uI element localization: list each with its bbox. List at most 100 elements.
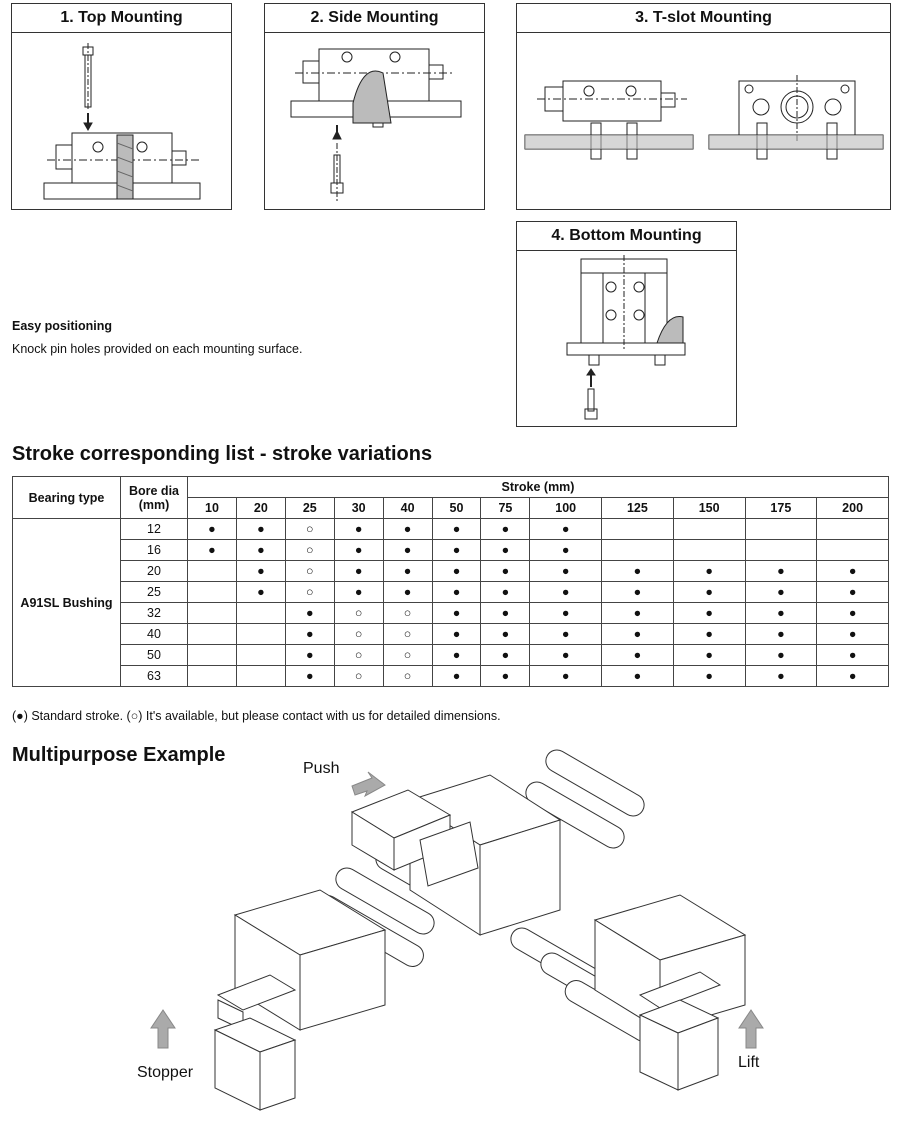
stroke-mark-cell: ● — [480, 644, 531, 666]
stroke-mark-cell: ● — [431, 644, 482, 666]
multipurpose-illustration — [150, 749, 764, 1111]
stroke-mark-cell: ● — [235, 581, 286, 603]
stroke-mark-cell: ● — [672, 581, 746, 603]
stroke-mark-cell: ● — [529, 644, 603, 666]
stroke-mark-cell: ● — [431, 539, 482, 561]
stroke-mark-cell: ○ — [284, 560, 335, 582]
stroke-mark-cell: ● — [816, 560, 889, 582]
stroke-mark-cell: ● — [529, 623, 603, 645]
table-row: 40●○○●●●●●●● — [13, 623, 889, 645]
stroke-mark-cell — [235, 644, 286, 666]
stopper-label: Stopper — [137, 1064, 194, 1081]
stroke-mark-cell: ● — [431, 602, 482, 624]
stroke-mark-cell — [235, 623, 286, 645]
stroke-mark-cell: ● — [816, 581, 889, 603]
side-mounting-title: 2. Side Mounting — [265, 4, 484, 33]
bore-cell: 50 — [120, 644, 188, 666]
stroke-table: Bearing type Bore dia (mm) Stroke (mm) 1… — [12, 476, 889, 687]
stroke-mark-cell — [672, 518, 746, 540]
table-row: 32●○○●●●●●●● — [13, 602, 889, 624]
bore-cell: 63 — [120, 665, 188, 687]
stroke-mark-cell: ● — [816, 602, 889, 624]
stroke-mark-cell — [744, 539, 818, 561]
stroke-mark-cell — [187, 602, 237, 624]
stroke-mark-cell: ● — [529, 539, 603, 561]
stroke-col-header: 30 — [333, 497, 384, 519]
bore-cell: 16 — [120, 539, 188, 561]
tslot-mounting-panel: 3. T-slot Mounting — [516, 3, 891, 210]
table-row: 25●○●●●●●●●●● — [13, 581, 889, 603]
stroke-mark-cell: ● — [235, 539, 286, 561]
stroke-mark-cell: ● — [601, 581, 674, 603]
stroke-mark-cell: ● — [480, 518, 531, 540]
easy-positioning-heading: Easy positioning — [12, 319, 113, 333]
stroke-mark-cell: ● — [816, 623, 889, 645]
stroke-mark-cell: ● — [431, 665, 482, 687]
stroke-mark-cell: ● — [744, 665, 818, 687]
bore-cell: 32 — [120, 602, 188, 624]
stroke-mark-cell: ● — [187, 539, 237, 561]
legend-note: (●) Standard stroke. (○) It's available,… — [12, 709, 501, 723]
stroke-mark-cell: ○ — [284, 539, 335, 561]
stroke-col-header: 100 — [529, 497, 603, 519]
tslot-mounting-drawing — [524, 75, 884, 160]
stroke-mark-cell: ● — [529, 560, 603, 582]
stroke-mark-cell: ● — [480, 602, 531, 624]
top-mounting-panel: 1. Top Mounting — [11, 3, 232, 210]
stroke-mark-cell: ● — [333, 560, 384, 582]
bore-cell: 40 — [120, 623, 188, 645]
stroke-mark-cell: ● — [187, 518, 237, 540]
stroke-mark-cell — [187, 665, 237, 687]
stroke-mark-cell: ○ — [382, 644, 433, 666]
bottom-mounting-panel: 4. Bottom Mounting — [516, 221, 737, 427]
bottom-mounting-drawing — [566, 255, 686, 420]
stroke-mark-cell — [672, 539, 746, 561]
stroke-mark-cell: ○ — [333, 665, 384, 687]
bore-dia-header: Bore dia (mm) — [120, 476, 188, 519]
stroke-mark-cell: ● — [480, 623, 531, 645]
stroke-mark-cell: ● — [235, 560, 286, 582]
stroke-mark-cell: ● — [816, 644, 889, 666]
stroke-mark-cell: ● — [480, 581, 531, 603]
stroke-mark-cell: ○ — [382, 665, 433, 687]
table-row: 20●○●●●●●●●●● — [13, 560, 889, 582]
tslot-mounting-title: 3. T-slot Mounting — [517, 4, 890, 33]
stroke-mark-cell: ● — [431, 623, 482, 645]
stroke-col-header: 25 — [284, 497, 335, 519]
stroke-mark-cell: ● — [333, 581, 384, 603]
stroke-mark-cell: ● — [284, 644, 335, 666]
stroke-mark-cell: ○ — [333, 623, 384, 645]
stroke-mark-cell: ○ — [284, 581, 335, 603]
stroke-col-header: 10 — [187, 497, 237, 519]
stroke-mark-cell: ● — [601, 560, 674, 582]
stroke-mark-cell: ● — [744, 581, 818, 603]
stroke-mark-cell: ● — [382, 518, 433, 540]
easy-positioning-text: Knock pin holes provided on each mountin… — [12, 342, 303, 356]
stroke-mark-cell: ● — [382, 560, 433, 582]
stroke-mark-cell: ● — [672, 602, 746, 624]
table-row: 16●●○●●●●● — [13, 539, 889, 561]
stroke-mark-cell: ○ — [333, 602, 384, 624]
stroke-mark-cell: ● — [744, 623, 818, 645]
stroke-mark-cell: ● — [284, 602, 335, 624]
stroke-mark-cell: ● — [431, 518, 482, 540]
stroke-mark-cell: ● — [672, 665, 746, 687]
stroke-mark-cell — [601, 518, 674, 540]
side-mounting-panel: 2. Side Mounting — [264, 3, 485, 210]
stroke-mark-cell — [187, 644, 237, 666]
stroke-mark-cell: ● — [529, 602, 603, 624]
stroke-mark-cell — [744, 518, 818, 540]
stroke-mark-cell: ● — [601, 644, 674, 666]
multipurpose-title: Multipurpose Example — [12, 744, 226, 766]
top-mounting-drawing — [43, 43, 201, 200]
stroke-col-header: 150 — [672, 497, 746, 519]
stroke-mark-cell: ● — [529, 665, 603, 687]
stroke-mark-cell: ● — [382, 581, 433, 603]
stroke-mark-cell: ● — [333, 518, 384, 540]
stroke-col-header: 125 — [601, 497, 674, 519]
stroke-mark-cell: ○ — [382, 623, 433, 645]
stroke-col-header: 40 — [382, 497, 433, 519]
stroke-col-header: 50 — [431, 497, 482, 519]
stroke-mark-cell: ● — [672, 644, 746, 666]
table-row: 50●○○●●●●●●● — [13, 644, 889, 666]
